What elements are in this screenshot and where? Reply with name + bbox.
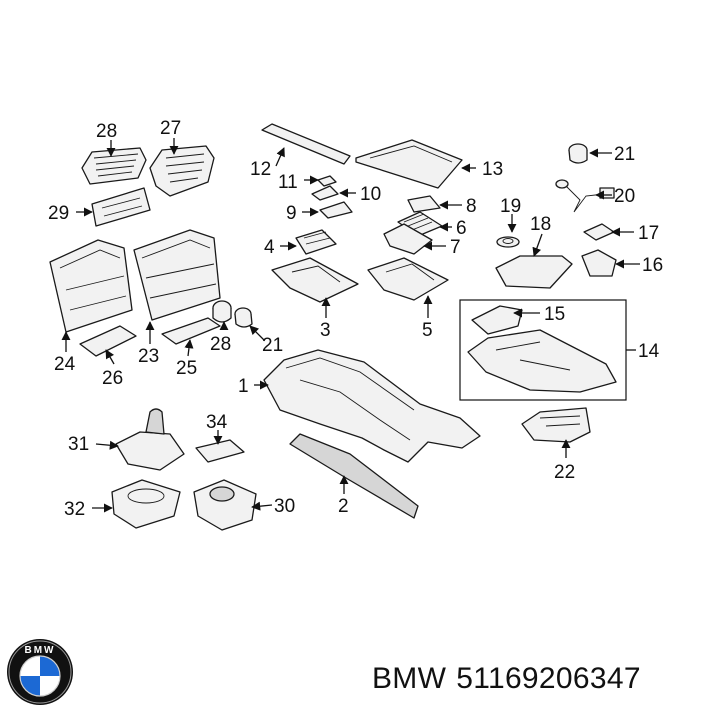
clip-part-11 [317, 175, 337, 187]
callout-3: 3 [320, 320, 331, 341]
callout-20: 20 [614, 186, 635, 207]
control-panel-part-30 [91, 187, 151, 227]
callout-32: 31 [68, 434, 89, 455]
callout-5: 5 [422, 320, 433, 341]
cable-part-20 [555, 179, 615, 213]
bmw-logo-text: BMW [25, 645, 56, 656]
callout-13: 13 [482, 159, 503, 180]
lid-part-13 [355, 139, 463, 189]
leader-lines [61, 138, 640, 513]
insert-part-4 [295, 229, 337, 255]
callout-9: 9 [286, 203, 297, 224]
callout-14: 14 [638, 341, 660, 362]
callout-10: 10 [360, 184, 381, 205]
socket-part-21a [234, 307, 253, 328]
bracket-part-10 [311, 185, 339, 201]
callout-27: 28 [210, 334, 231, 355]
insert-part-15 [471, 305, 523, 335]
trim-part-14 [467, 329, 617, 393]
callout-1: 1 [238, 376, 249, 397]
part-number-caption: BMW 51169206347 [372, 662, 651, 696]
bmw-roundel-icon: BMW [7, 639, 73, 705]
callout-31: 30 [274, 496, 295, 517]
brand-name: BMW [372, 662, 447, 695]
callout-8: 8 [466, 196, 477, 217]
callout-23: 23 [138, 346, 159, 367]
switch-panel-part-34 [195, 439, 245, 463]
callout-15: 15 [544, 304, 565, 325]
callout-16: 16 [642, 255, 663, 276]
callout-2: 2 [338, 496, 349, 517]
callout-4: 4 [264, 237, 275, 258]
socket-part-27 [212, 300, 232, 323]
tray-part-7 [383, 223, 433, 255]
callout-19: 19 [500, 196, 521, 217]
callout-29: 28 [96, 121, 117, 142]
callout-11: 11 [278, 172, 298, 193]
housing-part-33 [111, 479, 181, 529]
shift-boot-part-32 [115, 408, 185, 471]
part-number: 51169206347 [456, 662, 641, 695]
trim-panel-part-23 [133, 229, 221, 321]
trim-panel-part-24 [49, 239, 133, 333]
callout-21-low: 21 [262, 335, 283, 356]
callout-7: 7 [450, 237, 461, 258]
switch-part-17 [583, 223, 615, 241]
callout-24: 24 [54, 354, 76, 375]
callout-18: 18 [530, 214, 551, 235]
tray-part-3 [271, 257, 359, 303]
air-vent-part-29 [81, 147, 147, 185]
tray-part-5 [367, 257, 449, 301]
callout-21-top: 21 [614, 144, 635, 165]
bracket-part-22 [521, 407, 591, 443]
socket-part-21b [568, 143, 588, 164]
air-vent-part-28 [149, 145, 215, 197]
callout-22: 22 [554, 462, 575, 483]
callout-6: 6 [456, 218, 467, 239]
callout-17: 17 [638, 223, 659, 244]
callout-12: 12 [250, 159, 271, 180]
cover-part-16 [581, 249, 617, 277]
callout-34: 34 [206, 412, 228, 433]
callout-26: 26 [102, 368, 123, 389]
controller-part-31 [193, 479, 257, 531]
callout-33: 32 [64, 499, 85, 520]
mat-part-26 [79, 325, 137, 357]
cap-part-19 [496, 236, 520, 248]
callout-30: 29 [48, 203, 69, 224]
center-console-part-1 [263, 349, 481, 463]
bracket-part-9 [319, 201, 353, 219]
callout-labels: 28 27 29 12 13 11 10 9 8 6 7 4 3 5 21 20… [48, 118, 663, 520]
callout-25: 25 [176, 358, 197, 379]
callout-28: 27 [160, 118, 181, 139]
bracket-part-8 [407, 195, 441, 213]
cover-part-18 [495, 255, 573, 289]
trim-strip-part-12 [261, 123, 351, 165]
